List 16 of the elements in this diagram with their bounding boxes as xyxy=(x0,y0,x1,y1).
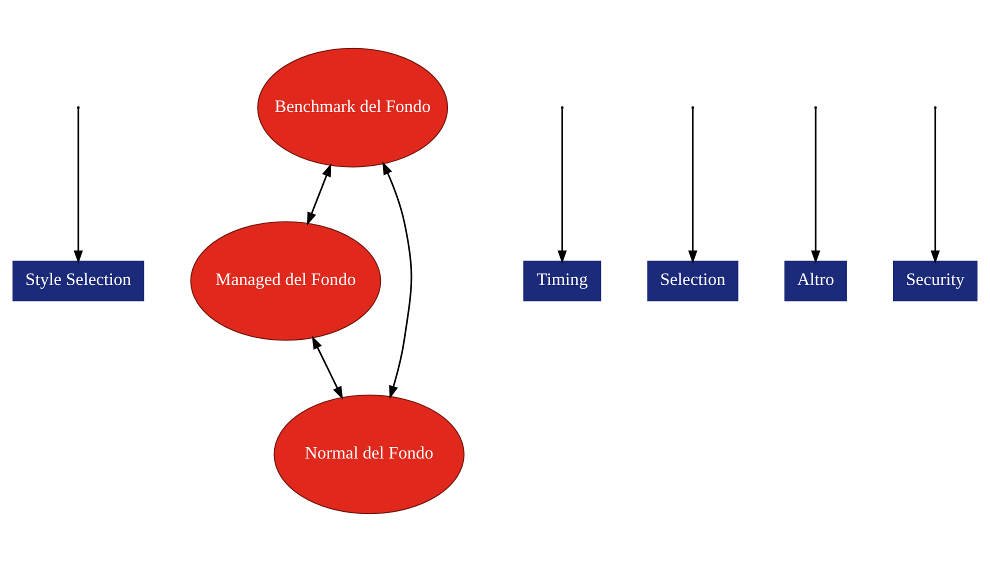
arrow xyxy=(930,108,940,264)
node-box: Selection xyxy=(647,260,738,301)
node-ellipse: Normal del Fondo xyxy=(274,394,465,514)
node-ellipse: Benchmark del Fondo xyxy=(257,47,448,167)
arrow xyxy=(382,160,412,398)
node-box: Timing xyxy=(523,260,602,301)
arrow xyxy=(312,335,343,400)
node-box: Altro xyxy=(784,260,847,301)
arrow xyxy=(688,108,698,264)
arrow xyxy=(811,108,820,264)
node-box: Style Selection xyxy=(12,260,144,301)
node-box: Security xyxy=(893,260,978,301)
node-ellipse: Managed del Fondo xyxy=(190,220,382,340)
arrow xyxy=(74,108,83,264)
arrow xyxy=(558,108,567,264)
arrow xyxy=(306,162,332,225)
